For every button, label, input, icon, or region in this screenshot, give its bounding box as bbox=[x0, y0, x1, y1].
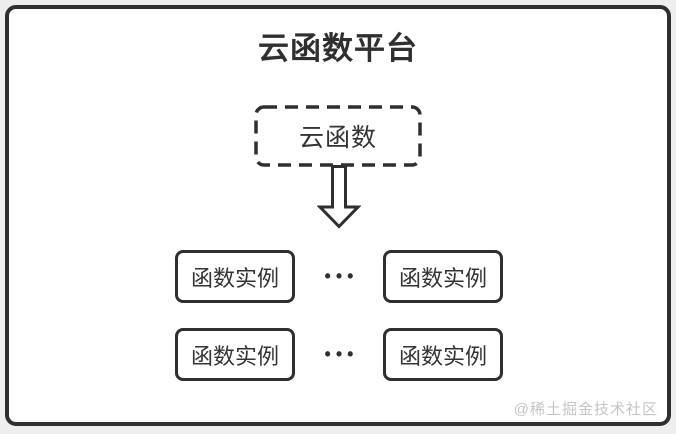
dashed-border bbox=[254, 105, 422, 167]
cloud-function-node: 云函数 bbox=[254, 105, 422, 167]
cloud-function-label: 云函数 bbox=[298, 124, 377, 152]
function-instance-box: 函数实例 bbox=[383, 328, 503, 381]
function-instance-box: 函数实例 bbox=[175, 250, 295, 303]
function-instance-box: 函数实例 bbox=[175, 328, 295, 381]
ellipsis-dots: ••• bbox=[324, 344, 359, 364]
watermark: @稀土掘金技术社区 bbox=[513, 401, 658, 418]
function-instance-box: 函数实例 bbox=[383, 250, 503, 303]
diagram-title: 云函数平台 bbox=[258, 31, 418, 66]
down-arrow-icon bbox=[317, 165, 361, 229]
diagram-frame: 云函数平台 云函数 函数实例 ••• 函数实例 函数实例 ••• 函数实例 @稀… bbox=[5, 5, 671, 426]
ellipsis-dots: ••• bbox=[324, 266, 359, 286]
